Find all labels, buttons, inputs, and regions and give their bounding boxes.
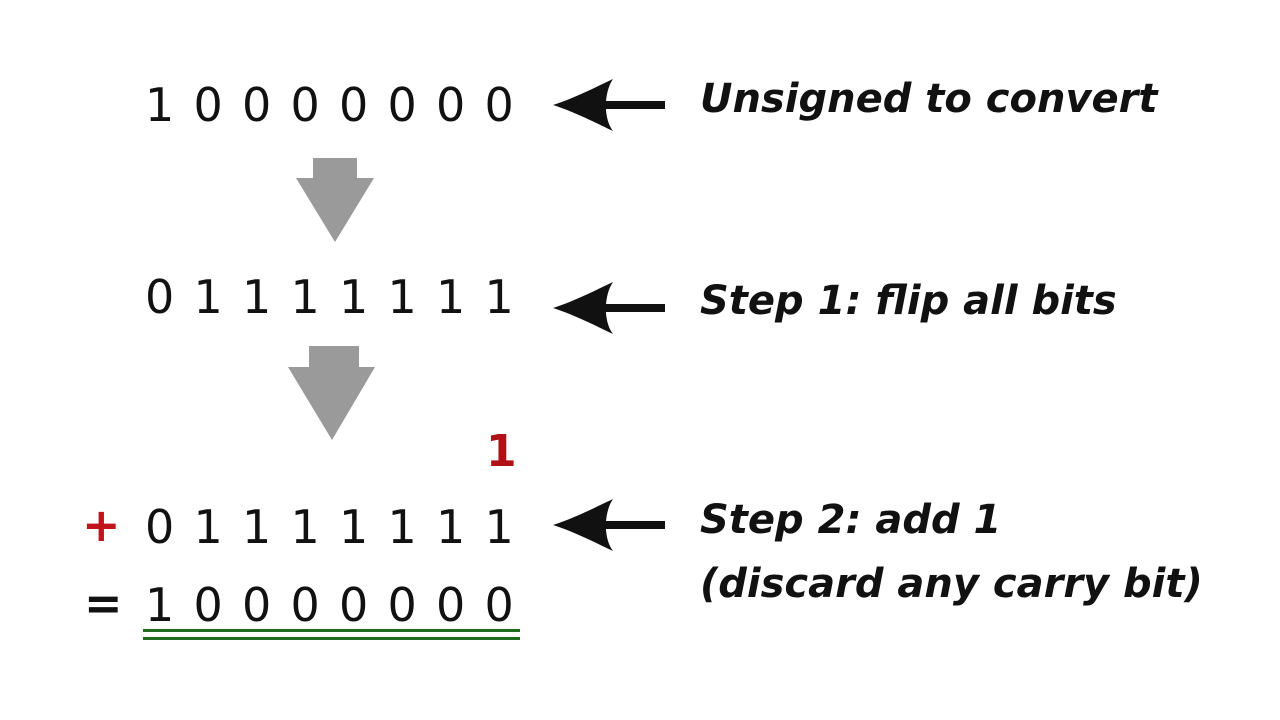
bit: 0: [387, 578, 417, 632]
bit: 0: [436, 78, 466, 132]
bit: 1: [339, 270, 369, 324]
bit: 0: [387, 78, 417, 132]
result-bits-row: 1 0 0 0 0 0 0 0: [145, 582, 533, 628]
bit: 1: [290, 270, 320, 324]
bit: 1: [436, 500, 466, 554]
bit: 1: [145, 78, 175, 132]
bit: 0: [484, 78, 514, 132]
bit: 0: [436, 578, 466, 632]
down-arrow-icon: [296, 158, 374, 242]
bit: 1: [242, 500, 272, 554]
bit: 0: [242, 578, 272, 632]
bit: 1: [193, 500, 223, 554]
bit: 0: [290, 578, 320, 632]
flipped-bits-row: 0 1 1 1 1 1 1 1: [145, 274, 533, 320]
bit: 1: [436, 270, 466, 324]
bit: 0: [339, 78, 369, 132]
bit: 1: [290, 500, 320, 554]
left-arrow-icon: [553, 79, 665, 131]
bit: 0: [193, 78, 223, 132]
left-arrow-icon: [553, 282, 665, 334]
bit: 1: [387, 500, 417, 554]
left-arrow-icon: [553, 499, 665, 551]
down-arrow-icon: [288, 346, 375, 440]
bit: 0: [339, 578, 369, 632]
step2-label: Step 2: add 1: [700, 497, 1002, 543]
bit: 0: [242, 78, 272, 132]
plus-operator: +: [82, 498, 121, 552]
step2-note: (discard any carry bit): [700, 561, 1203, 607]
bit: 1: [242, 270, 272, 324]
step1-label: Step 1: flip all bits: [700, 278, 1117, 324]
carry-digit: 1: [486, 426, 517, 477]
bit: 0: [290, 78, 320, 132]
bit: 0: [145, 500, 175, 554]
bit: 1: [387, 270, 417, 324]
unsigned-label: Unsigned to convert: [700, 76, 1158, 122]
result-underline: [143, 629, 520, 632]
bit: 0: [484, 578, 514, 632]
bit: 0: [193, 578, 223, 632]
bit: 1: [484, 500, 514, 554]
bit: 1: [145, 578, 175, 632]
original-bits-row: 1 0 0 0 0 0 0 0: [145, 82, 533, 128]
bit: 1: [193, 270, 223, 324]
addend-bits-row: 0 1 1 1 1 1 1 1: [145, 504, 533, 550]
equals-operator: =: [84, 576, 123, 630]
bit: 1: [339, 500, 369, 554]
result-underline: [143, 637, 520, 640]
bit: 1: [484, 270, 514, 324]
bit: 0: [145, 270, 175, 324]
